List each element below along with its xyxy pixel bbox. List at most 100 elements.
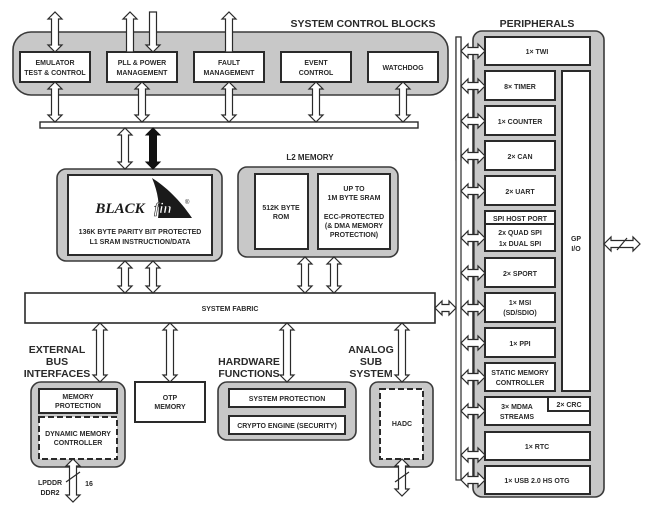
gpio-label-1: GP [571,236,581,243]
dual-spi-label: 1x DUAL SPI [499,241,541,248]
twi-label: 1× TWI [526,49,549,56]
periph-can: 2× CAN [484,140,556,171]
l2-memory-title: L2 MEMORY [286,153,334,162]
crypto-engine-block [228,415,346,435]
fault-out-arrow-icon [220,11,238,53]
block-emulator: EMULATOR TEST & CONTROL [19,51,91,83]
watchdog-label: WATCHDOG [382,65,424,72]
counter-label: 1× COUNTER [498,119,543,126]
core-control-arrow-icon [116,127,134,170]
system-fabric-label: SYSTEM FABRIC [202,306,259,313]
core-l1-label-1: 136K BYTE PARITY BIT PROTECTED [79,229,202,236]
mdma-label-1: 3× MDMA [501,404,533,411]
otp-label-2: MEMORY [154,404,186,411]
core-fabric-arrow-icon [116,260,134,294]
sram-label-5: PROTECTION) [330,232,378,239]
ppi-label: 1× PPI [509,341,530,348]
hadc-block [379,388,424,460]
event-label-2: CONTROL [299,70,334,77]
pll-out-arrow-icon [121,11,139,53]
fabric-peripheral-arrow-icon [434,299,457,317]
peripheral-bus-arrow-icon [460,299,486,317]
control-bus-arrow-icon [220,81,238,123]
periph-ppi: 1× PPI [484,327,556,358]
periph-crc [547,396,591,412]
pll-label-1: PLL & POWER [118,60,166,67]
registered-mark: ® [185,199,190,206]
crc-label: 2× CRC [556,402,581,409]
periph-msi: 1× MSI (SD/SDIO) [484,292,556,323]
hadc-bus-slash-icon [394,471,410,483]
fault-label-1: FAULT [218,60,241,67]
blackfin-logo: BLACK fin ® [94,178,192,218]
timer-label: 8× TIMER [504,84,536,91]
control-bus-arrow-icon [46,81,64,123]
memory-protection-block [38,388,118,414]
peripheral-bus-arrow-icon [460,42,486,60]
pll-label-2: MANAGEMENT [117,70,169,77]
periph-twi: 1× TWI [484,36,591,66]
msi-label-2: (SD/SDIO) [503,310,536,317]
memory-protection-label-1: MEMORY [62,394,94,401]
analog-title-3: SYSTEM [349,368,392,380]
smc-label-2: CONTROLLER [496,380,545,387]
l2-fabric-arrow-icon [325,256,343,294]
core-fabric-arrow-icon [144,260,162,294]
control-bus-arrow-icon [307,81,325,123]
external-bus-title-1: EXTERNAL [29,344,86,356]
peripheral-bus-arrow-icon [460,471,486,489]
external-bus-title-3: INTERFACES [24,368,91,380]
mdma-label-2: STREAMS [500,414,535,421]
peripheral-bus-arrow-icon [460,182,486,200]
peripheral-bus-arrow-icon [460,368,486,386]
peripheral-bus-arrow-icon [460,402,486,420]
peripheral-bus-arrow-icon [460,229,486,247]
dmc-label-2: CONTROLLER [54,440,103,447]
analog-arrow-icon [393,322,411,383]
uart-label: 2× UART [505,189,535,196]
logo-text-fin: fin [154,201,172,217]
external-bus-title-2: BUS [46,356,68,368]
smc-label-1: STATIC MEMORY [491,370,549,377]
emulator-label-2: TEST & CONTROL [24,70,86,77]
core-l1-label-2: L1 SRAM INSTRUCTION/DATA [90,239,191,246]
fault-label-2: MANAGEMENT [204,70,256,77]
periph-spi-host-port: SPI HOST PORT [484,210,556,225]
external-bus-arrow-icon [91,322,109,383]
ddr2-label: DDR2 [40,490,59,497]
usb-label: 1× USB 2.0 HS OTG [504,478,570,485]
peripheral-bus [455,36,462,481]
block-pll-power: PLL & POWER MANAGEMENT [106,51,178,83]
sram-label-2: 1M BYTE SRAM [328,195,381,202]
crypto-engine-label: CRYPTO ENGINE (SECURITY) [237,423,337,430]
system-control-title: SYSTEM CONTROL BLOCKS [290,18,435,30]
dmc-label-1: DYNAMIC MEMORY [45,431,111,438]
logo-text-black: BLACK [94,201,145,217]
periph-spi: 2x QUAD SPI 1x DUAL SPI [484,223,556,252]
periph-mdma: 3× MDMA STREAMS 2× CRC [484,396,591,426]
gpio-bus-slash-icon [616,237,628,251]
sram-label-1: UP TO [343,186,365,193]
system-protection-label: SYSTEM PROTECTION [249,396,326,403]
rom-label-1: 512K BYTE [262,205,300,212]
hadc-label: HADC [392,421,412,428]
system-protection-block [228,388,346,408]
memory-protection-label-2: PROTECTION [55,403,101,410]
periph-rtc: 1× RTC [484,431,591,461]
emulator-external-arrow-icon [46,11,64,53]
periph-timer: 8× TIMER [484,70,556,101]
otp-label-1: OTP [163,395,178,402]
peripherals-title: PERIPHERALS [500,18,575,30]
pll-in-arrow-icon [144,11,162,53]
rtc-label: 1× RTC [525,444,549,451]
peripheral-bus-arrow-icon [460,264,486,282]
spi-host-label: SPI HOST PORT [493,216,548,223]
ddr-bus-arrow-icon [64,458,82,503]
l2-sram-block [317,173,391,250]
sram-label-4: (& DMA MEMORY [325,223,384,230]
fin-shape-icon [152,178,192,218]
core-debug-arrow-icon [144,127,162,170]
block-watchdog: WATCHDOG [367,51,439,83]
peripheral-bus-arrow-icon [460,112,486,130]
periph-uart: 2× UART [484,175,556,206]
